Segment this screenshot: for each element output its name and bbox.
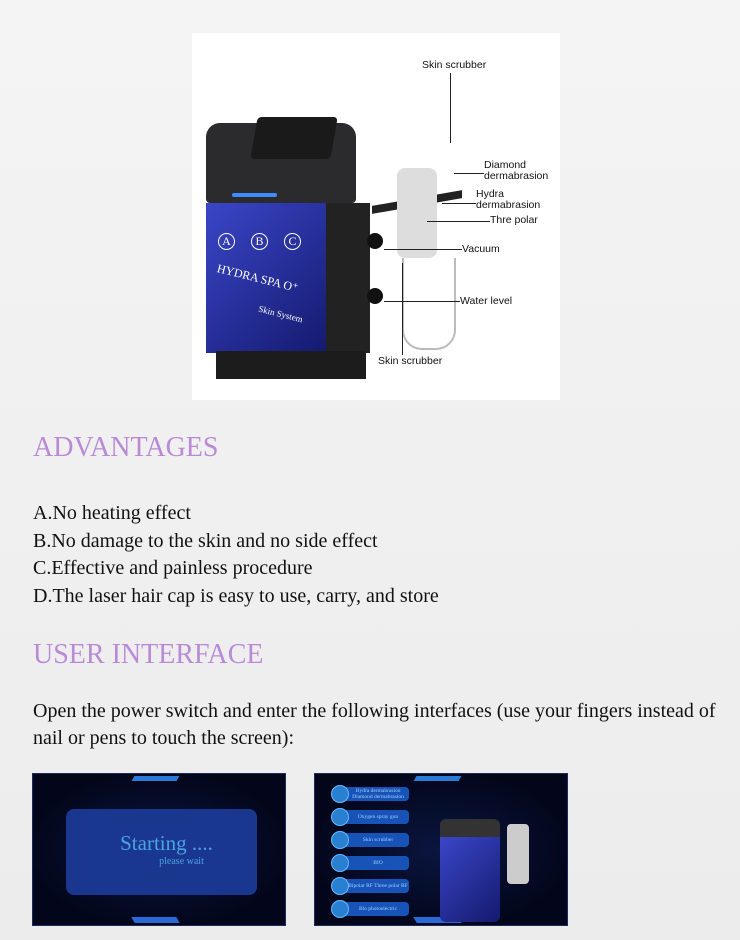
menu-screen: Hydra dermabrasion Diamond dermabrasion … bbox=[314, 773, 568, 926]
machine-screen bbox=[250, 117, 338, 159]
label-vacuum: Vacuum bbox=[462, 243, 500, 255]
menu-label: Hydra dermabrasion Diamond dermabrasion bbox=[352, 788, 404, 800]
advantage-item: D.The laser hair cap is easy to use, car… bbox=[33, 584, 439, 607]
photoelectric-icon bbox=[331, 900, 349, 918]
menu-bio-photoelectric[interactable]: Bio photoelectric bbox=[331, 900, 409, 918]
rf-icon bbox=[331, 877, 349, 895]
handpieces bbox=[397, 168, 437, 258]
menu-rf[interactable]: Bipolar RF Three polar RF bbox=[331, 877, 409, 895]
scrubber-icon bbox=[331, 831, 349, 849]
machine-thumbnail bbox=[440, 819, 500, 922]
advantages-heading: ADVANTAGES bbox=[33, 432, 219, 463]
label-water-level: Water level bbox=[460, 295, 513, 307]
machine-light bbox=[232, 193, 277, 197]
menu-hydra-diamond[interactable]: Hydra dermabrasion Diamond dermabrasion bbox=[331, 785, 409, 803]
starting-panel: Starting .... please wait bbox=[66, 809, 257, 895]
handpiece-thumbnail bbox=[507, 824, 529, 884]
menu-skin-scrubber[interactable]: Skin scrubber bbox=[331, 831, 409, 849]
menu-label: Bio photoelectric bbox=[358, 906, 398, 912]
menu-oxygen-spray-gun[interactable]: Oxygen spray gun bbox=[331, 808, 409, 826]
bio-icon bbox=[331, 854, 349, 872]
advantage-item: A.No heating effect bbox=[33, 502, 191, 524]
knob-water bbox=[367, 288, 383, 304]
label-thre-polar: Thre polar bbox=[490, 214, 538, 226]
machine-front bbox=[206, 203, 326, 353]
hoses bbox=[402, 258, 456, 350]
advantages-list: A.No heating effect B.No damage to the s… bbox=[33, 500, 439, 610]
please-wait-text: please wait bbox=[159, 856, 204, 867]
menu-label: Oxygen spray gun bbox=[357, 814, 399, 820]
advantage-item: C.Effective and painless procedure bbox=[33, 557, 313, 579]
menu-label: Skin scrubber bbox=[362, 837, 394, 843]
button-c-label: C bbox=[284, 233, 301, 250]
mode-buttons: A B C bbox=[218, 233, 328, 250]
menu-bio[interactable]: BIO bbox=[331, 854, 409, 872]
starting-title: Starting .... bbox=[120, 831, 213, 855]
product-image: A B C HYDRA SPA O⁺ Skin System Skin scru… bbox=[192, 33, 560, 400]
knob-vacuum bbox=[367, 233, 383, 249]
label-skin-scrubber-top: Skin scrubber bbox=[422, 59, 487, 71]
user-interface-heading: USER INTERFACE bbox=[33, 639, 264, 670]
button-b-label: B bbox=[251, 233, 268, 250]
starting-screen: Starting .... please wait bbox=[32, 773, 286, 926]
menu-label: Bipolar RF Three polar RF bbox=[348, 883, 408, 889]
label-skin-scrubber-bottom: Skin scrubber bbox=[378, 355, 443, 367]
advantage-item: B.No damage to the skin and no side effe… bbox=[33, 529, 378, 552]
menu-label: BIO bbox=[373, 860, 383, 866]
machine-base bbox=[216, 351, 366, 379]
machine-side bbox=[326, 203, 370, 353]
hydra-handpiece-icon bbox=[331, 785, 349, 803]
label-diamond-dermabrasion: Diamond dermabrasion bbox=[484, 159, 549, 182]
button-a-label: A bbox=[218, 233, 235, 250]
spray-gun-icon bbox=[331, 808, 349, 826]
label-hydra-dermabrasion: Hydra dermabrasion bbox=[476, 188, 541, 211]
user-interface-intro: Open the power switch and enter the foll… bbox=[33, 700, 716, 749]
